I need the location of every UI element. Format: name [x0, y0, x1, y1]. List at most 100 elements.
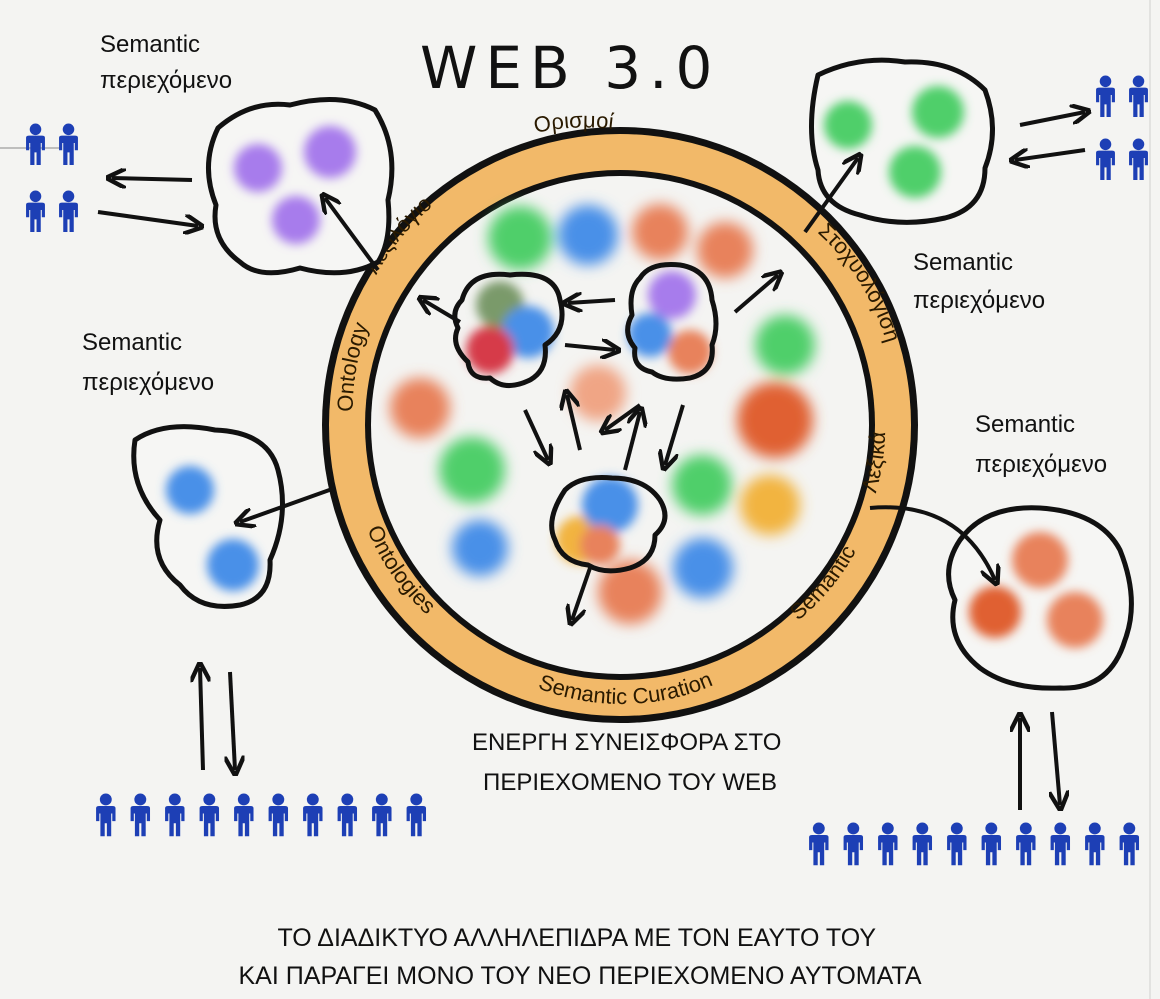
- person-icon: [843, 822, 864, 866]
- blob-orange: [1047, 592, 1103, 648]
- content-cloud-top-left: [206, 97, 395, 276]
- person-icon: [268, 793, 289, 837]
- blob-purple: [648, 271, 696, 319]
- diagram-title: WEB 3.0: [420, 34, 720, 102]
- blob-blue: [452, 520, 508, 576]
- blob-orange: [632, 204, 688, 260]
- person-icon: [96, 793, 116, 837]
- blob-green: [488, 206, 552, 270]
- content-label-mid-right: Semantic περιεχόμενο: [975, 411, 1107, 478]
- blob-blue: [628, 313, 672, 357]
- content-label-top-right: Semantic περιεχόμενο: [913, 249, 1045, 314]
- blob-blue: [502, 306, 554, 358]
- outer-arrows: [97, 112, 1086, 810]
- content-label-top-left-line1: Semantic: [100, 31, 200, 58]
- cluster-bottom: [549, 475, 668, 574]
- person-icon: [59, 123, 78, 165]
- person-icon: [947, 822, 967, 866]
- content-label-mid-right-line1: Semantic: [975, 411, 1075, 438]
- person-icon: [372, 793, 392, 837]
- people-group-bottom-left: [96, 793, 427, 837]
- person-icon: [406, 793, 427, 837]
- arrow-icon: [665, 404, 685, 465]
- arrow-icon: [572, 567, 592, 620]
- arrow-icon: [112, 178, 193, 180]
- inner-arrows: [423, 275, 778, 620]
- arrow-icon: [567, 395, 582, 451]
- blob-blue: [166, 466, 214, 514]
- content-cloud-mid-right: [946, 505, 1134, 691]
- arrow-icon: [97, 210, 198, 226]
- blob-orange: [598, 560, 662, 624]
- person-icon: [130, 793, 151, 837]
- blob-green: [889, 146, 941, 198]
- blob-blue: [582, 477, 638, 533]
- person-icon: [199, 793, 220, 837]
- arrow-icon: [733, 275, 778, 314]
- arrow-icon: [869, 505, 995, 580]
- content-label-top-right-line2: περιεχόμενο: [913, 287, 1045, 314]
- content-label-top-right-line1: Semantic: [913, 249, 1013, 276]
- arrow-icon: [568, 300, 616, 303]
- person-icon: [912, 822, 933, 866]
- bottom-caption-line1: ΤΟ ΔΙΑΔΙΚΤΥΟ ΑΛΛΗΛΕΠΙΔΡΑ ΜΕ ΤΟΝ ΕΑΥΤΟ ΤΟ…: [277, 924, 876, 952]
- person-icon: [1129, 75, 1148, 117]
- content-label-top-left-line2: περιεχόμενο: [100, 67, 232, 94]
- content-label-top-left: Semantic περιεχόμενο: [100, 31, 232, 94]
- person-icon: [303, 793, 323, 837]
- ring-label-top: Ορισμοί: [532, 107, 616, 137]
- people-group-top-right: [1096, 75, 1148, 180]
- cluster-left: [452, 271, 565, 388]
- arrow-icon: [423, 300, 462, 324]
- people-group-bottom-right: [809, 822, 1140, 866]
- middle-caption: ΕΝΕΡΓΗ ΣΥΝΕΙΣΦΟΡΑ ΣΤΟ ΠΕΡΙΕΧΟΜΕΝΟ ΤΟΥ WE…: [472, 729, 788, 796]
- blob-green: [824, 101, 872, 149]
- person-icon: [337, 793, 358, 837]
- person-icon: [1016, 822, 1036, 866]
- bottom-caption: ΤΟ ΔΙΑΔΙΚΤΥΟ ΑΛΛΗΛΕΠΙΔΡΑ ΜΕ ΤΟΝ ΕΑΥΤΟ ΤΟ…: [238, 924, 921, 990]
- person-icon: [981, 822, 1002, 866]
- arrow-icon: [523, 409, 548, 460]
- blob-orange: [697, 222, 753, 278]
- blob-orange: [1012, 532, 1068, 588]
- blob-yellow: [740, 475, 800, 535]
- person-icon: [165, 793, 185, 837]
- arrow-icon: [1015, 148, 1086, 160]
- person-icon: [59, 190, 78, 232]
- blob-purple: [304, 126, 356, 178]
- content-label-mid-left-line1: Semantic: [82, 329, 182, 356]
- person-icon: [809, 822, 829, 866]
- content-cloud-mid-left: [131, 424, 285, 609]
- middle-caption-line1: ΕΝΕΡΓΗ ΣΥΝΕΙΣΦΟΡΑ ΣΤΟ: [472, 729, 781, 756]
- content-cloud-top-right: [809, 57, 995, 225]
- arrow-icon: [623, 412, 640, 471]
- blob-blue: [673, 538, 733, 598]
- person-icon: [1119, 822, 1140, 866]
- person-icon: [878, 822, 898, 866]
- arrow-icon: [200, 668, 203, 771]
- blob-green: [439, 437, 505, 503]
- blob-orange: [390, 378, 450, 438]
- blob-blue: [558, 205, 618, 265]
- person-icon: [1050, 822, 1071, 866]
- content-label-mid-right-line2: περιεχόμενο: [975, 451, 1107, 478]
- people-groups: [26, 75, 1148, 866]
- person-icon: [234, 793, 254, 837]
- person-icon: [26, 123, 45, 165]
- ring-label-top-text: Ορισμοί: [532, 107, 616, 137]
- arrow-icon: [230, 671, 235, 770]
- blob-purple: [272, 196, 320, 244]
- cluster-right: [625, 262, 719, 382]
- person-icon: [1096, 75, 1115, 117]
- arrow-icon: [240, 486, 336, 522]
- people-group-top-left: [26, 123, 78, 232]
- arrow-icon: [564, 345, 615, 350]
- blob-green: [755, 315, 815, 375]
- blob-green: [912, 86, 964, 138]
- blob-orange: [969, 586, 1021, 638]
- blob-orange: [668, 330, 712, 374]
- person-icon: [1096, 138, 1115, 180]
- blob-purple: [234, 144, 282, 192]
